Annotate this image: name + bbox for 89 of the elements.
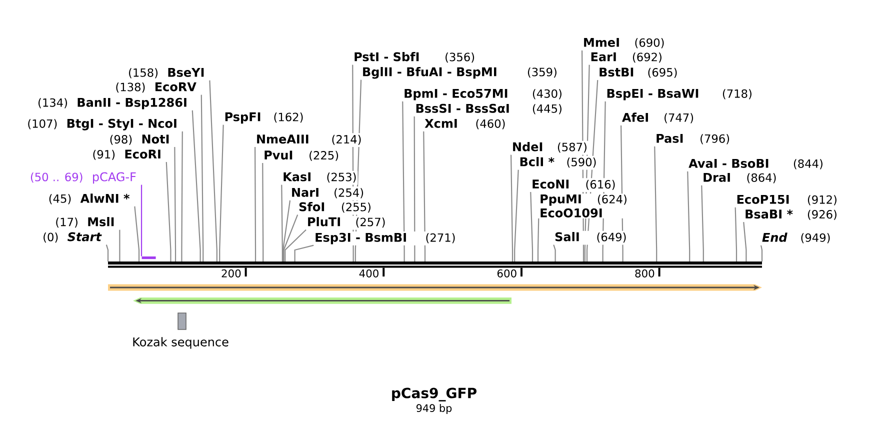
leader-line: [219, 124, 224, 262]
leader-line: [530, 192, 534, 262]
site-label: SfoI (255): [299, 202, 370, 213]
primer-label: (50 .. 69) pCAG-F: [30, 172, 136, 184]
site-label: (98) NotI: [110, 134, 169, 145]
site-label: SalI (649): [555, 232, 626, 243]
site-label: (0) Start: [44, 232, 102, 243]
tick-label: 400: [359, 269, 378, 278]
leader-line: [734, 207, 738, 262]
title: pCas9_GFP: [392, 388, 476, 402]
site-label: (91) EcoRI: [93, 150, 160, 160]
site-label: EarI (692): [591, 52, 662, 63]
sequence-line: [108, 262, 762, 268]
site-label: (134) BanII - Bsp1286I: [38, 98, 186, 110]
leader-line: [537, 218, 540, 262]
leader-line: [586, 80, 598, 262]
leader-line: [553, 244, 556, 262]
leader-line: [584, 64, 590, 262]
site-label: MmeI (690): [584, 38, 664, 48]
leader-line: [581, 50, 584, 262]
site-label: BclI * (590): [520, 157, 596, 168]
feature-band: [133, 298, 512, 304]
leader-line: [701, 185, 704, 262]
site-label: BpmI - Eco57MI (430): [404, 89, 562, 100]
site-label: PpuMI (624) EcoO109I: [540, 194, 626, 218]
leader-line: [181, 131, 183, 262]
site-label: BspEI - BsaWI (718): [607, 89, 752, 100]
leader-line: [402, 101, 405, 262]
leader-line: [654, 146, 658, 262]
leader-line: [414, 116, 416, 262]
leader-line: [209, 80, 218, 262]
site-label: XcmI (460): [424, 118, 505, 130]
leader-line: [119, 230, 120, 262]
site-label: EcoP15I (912): [737, 194, 836, 206]
site-label: EcoNI (616): [532, 180, 615, 190]
site-label: PasI (796): [656, 134, 730, 144]
site-label: PluTI (257): [308, 217, 385, 228]
leader-line: [423, 131, 426, 262]
leader-line: [284, 229, 306, 262]
site-label: BsaBI * (926): [746, 210, 836, 220]
site-label: End (949): [762, 232, 830, 244]
site-label: AfeI (747): [622, 112, 694, 124]
leader-line: [134, 206, 140, 262]
feature-band: [108, 284, 762, 291]
leader-line: [106, 244, 109, 262]
site-label: (45) AlwNI *: [49, 194, 130, 204]
leader-line: [760, 245, 763, 262]
leader-line: [281, 184, 283, 262]
site-label: NmeAIII (214): [257, 134, 361, 145]
leader-line: [262, 163, 264, 262]
leader-line: [200, 94, 204, 262]
leader-line: [510, 154, 514, 262]
site-label: BglII - BfuAI - BspMI (359): [363, 67, 556, 79]
leader-line: [282, 200, 291, 262]
leader-line: [743, 222, 747, 262]
leader-line: [283, 214, 298, 262]
subtitle: 949 bp: [416, 404, 452, 414]
site-label: KasI (253): [284, 172, 356, 183]
site-label: (17) MslI: [56, 217, 114, 228]
leader-line: [687, 171, 690, 262]
tick-label: 200: [222, 269, 241, 278]
site-label: Esp3I - BsmBI (271): [316, 232, 455, 244]
leader-line: [514, 170, 519, 262]
site-label: PvuI (225): [264, 150, 338, 161]
primer-mark: [142, 256, 156, 260]
site-label: NdeI (587): [513, 142, 586, 153]
leader-line: [192, 110, 201, 262]
site-label: BstBI (695): [600, 68, 677, 78]
site-label: (158) BseYI: [129, 68, 204, 78]
leader-line: [140, 184, 142, 256]
leader-line: [174, 147, 176, 262]
site-label: (138) EcoRV: [116, 82, 196, 93]
tick-label: 800: [635, 269, 654, 278]
leader-line: [254, 147, 256, 262]
leader-line: [602, 101, 606, 262]
leader-line: [352, 64, 354, 262]
feature-label: Kozak sequence: [133, 337, 228, 349]
tick-label: 600: [497, 269, 516, 278]
site-label: (107) BtgI - StyI - NcoI: [28, 118, 176, 130]
site-label: AvaI - BsoBI (844): [688, 158, 822, 170]
site-label: PspFI (162): [225, 112, 303, 124]
leader-line: [294, 244, 314, 262]
site-label: DraI (864): [704, 172, 776, 184]
site-label: BssSI - BssSαI (445): [416, 104, 562, 114]
site-label: PstI - SbfI (356): [354, 52, 474, 63]
leader-line: [620, 125, 624, 262]
leader-line: [166, 162, 172, 262]
leader-line: [354, 80, 362, 262]
site-label: NarI (254): [292, 188, 364, 198]
